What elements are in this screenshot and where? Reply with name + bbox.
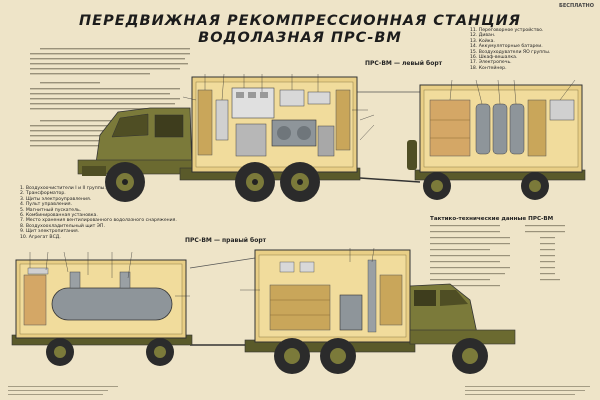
legend-right: 11. Переговорное устройство. 12. Диван. … [470,28,550,71]
legend-left: 1. Воздухоочистители I и II группы. 2. Т… [20,186,177,240]
legend-item: 5. Магнитный пускатель. [20,207,82,213]
right-side-view [11,247,516,374]
poster-title-line2: ВОДОЛАЗНАЯ ПРС-ВМ [198,30,402,46]
tech-specs-title: Тактико-технические данные ПРС-ВМ [430,216,554,222]
tech-table-placeholder [430,225,565,287]
legend-item: 18. Контейнер. [470,65,507,71]
intro-text-placeholder [30,48,190,147]
legend-item: 1. Воздухоочистители I и II группы. [20,186,106,191]
corner-label: БЕСПЛАТНО [559,3,594,9]
legend-item: 4. Пульт управления. [20,202,72,208]
legend-item: 9. Щит электропитания. [20,229,80,235]
legend-item: 10. Агрегат ВСД. [20,234,61,240]
legend-item: 8. Воздухоохладительный щит ЭП. [20,223,105,229]
legend-item: 16. Шкаф-вешалка. [470,55,518,61]
legend-item: 12. Диван. [470,33,496,39]
right-side-view-label: ПРС-ВМ — правый борт [185,237,267,244]
legend-item: 6. Комбинированная установка. [20,213,98,219]
legend-item: 15. Воздуходуватели ЯО группы. [470,49,551,55]
legend-item: 11. Переговорное устройство. [470,28,544,33]
legend-item: 7. Место хранения вентилированного водол… [20,218,177,224]
legend-item: 2. Трансформатор. [20,191,66,197]
legend-item: 3. Щиты электроуправления. [20,196,92,202]
left-side-view-label: ПРС-ВМ — левый борт [365,60,443,67]
left-side-view [77,73,586,202]
legend-item: 14. Аккумуляторные батареи. [470,44,543,50]
legend-item: 13. Койка. [470,38,495,44]
footer-placeholder [8,386,590,395]
legend-item: 17. Электропечь. [470,60,512,66]
poster-title-line1: ПЕРЕДВИЖНАЯ РЕКОМПРЕССИОННАЯ СТАНЦИЯ [79,13,521,29]
